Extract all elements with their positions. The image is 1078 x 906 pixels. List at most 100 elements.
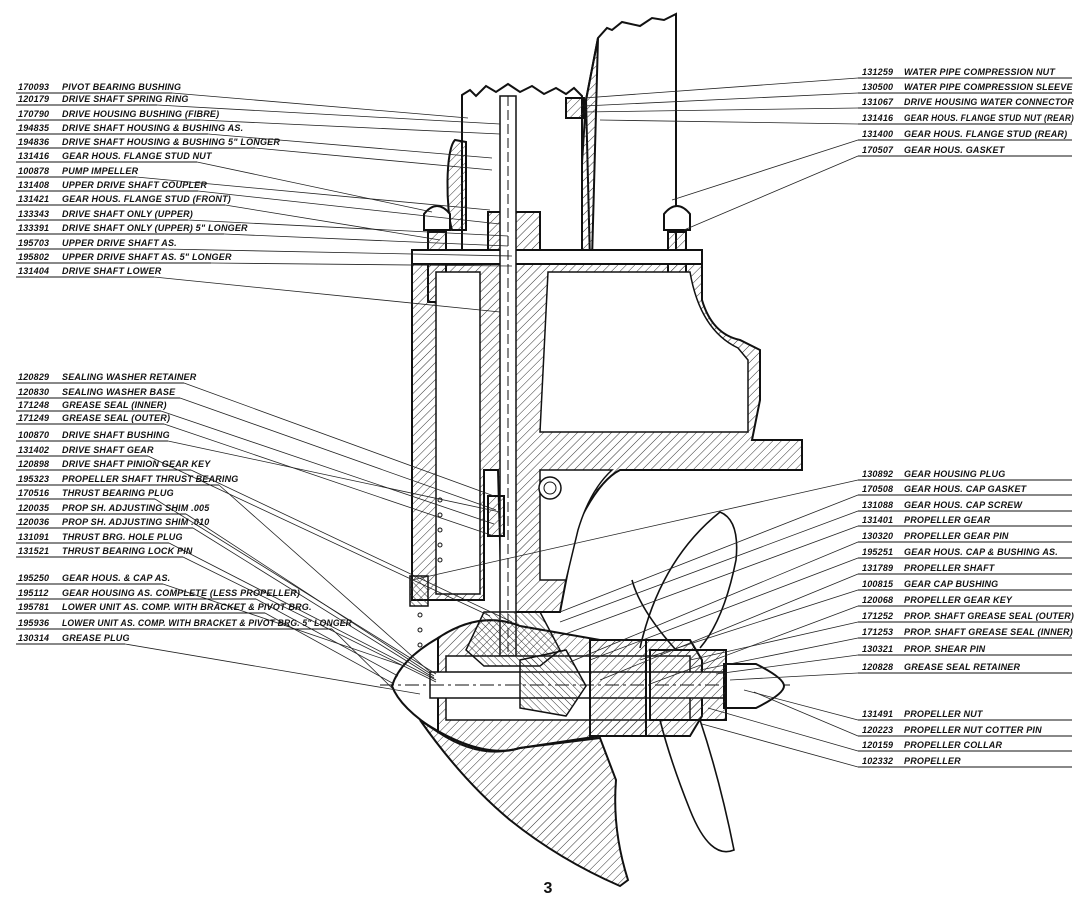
leader-line [196, 161, 433, 213]
page-number: 3 [544, 880, 553, 897]
part-name: WATER PIPE COMPRESSION NUT [904, 67, 1056, 77]
leader-line [162, 583, 405, 667]
part-number: 131402 [18, 445, 49, 455]
propeller-gear [519, 649, 587, 717]
leader-line [164, 248, 513, 257]
leader-line [187, 219, 509, 237]
part-name: GEAR HOUSING AS. COMPLETE (LESS PROPELLE… [62, 588, 300, 598]
leader-line [683, 155, 859, 231]
assembly-drawing [380, 12, 803, 888]
leader-line [254, 147, 493, 171]
part-number: 130314 [18, 633, 49, 643]
part-name: DRIVE SHAFT PINION GEAR KEY [62, 459, 211, 469]
part-number: 131067 [862, 97, 894, 107]
leader-line [743, 689, 859, 721]
leader-line [599, 119, 859, 125]
part-number: 170507 [862, 145, 894, 155]
leader-line [599, 573, 859, 681]
leader-line [223, 233, 509, 247]
leader-line [583, 107, 859, 113]
grease-plug [409, 575, 429, 607]
part-number: 194836 [18, 137, 50, 147]
part-number: 195802 [18, 252, 49, 262]
leader-line [589, 557, 859, 661]
part-name: PROP SH. ADJUSTING SHIM .010 [62, 517, 209, 527]
leader-line [559, 525, 859, 637]
part-number: 171248 [18, 400, 49, 410]
leader-line [224, 204, 441, 241]
part-number: 131416 [862, 113, 894, 123]
leader-line [583, 92, 859, 107]
right-callout: 131400 GEAR HOUS. FLANGE STUD (REAR) [671, 129, 1072, 201]
part-number: 131259 [862, 67, 893, 77]
part-name: PROPELLER GEAR PIN [904, 531, 1009, 541]
part-name: PROPELLER GEAR [904, 515, 991, 525]
part-number: 120179 [18, 94, 49, 104]
part-name: PROPELLER [904, 756, 961, 766]
part-name: GEAR HOUS. FLANGE STUD (REAR) [904, 129, 1067, 139]
part-number: 100878 [18, 166, 49, 176]
leader-line [649, 605, 859, 685]
part-name: DRIVE SHAFT BUSHING [62, 430, 170, 440]
part-number: 131491 [862, 709, 893, 719]
part-name: PROP. SHEAR PIN [904, 644, 986, 654]
part-number: 170093 [18, 82, 49, 92]
part-name: PROP SH. ADJUSTING SHIM .005 [62, 503, 210, 513]
leader-line [185, 513, 435, 677]
part-number: 195936 [18, 618, 50, 628]
water-pipe-fitting [565, 97, 585, 119]
part-name: DRIVE HOUSING BUSHING (FIBRE) [62, 109, 219, 119]
part-name: LOWER UNIT AS. COMP. WITH BRACKET & PIVO… [62, 618, 352, 628]
water-hole [538, 476, 562, 500]
part-number: 120830 [18, 387, 49, 397]
part-name: PROPELLER SHAFT [904, 563, 996, 573]
part-name: GEAR HOUSING PLUG [904, 469, 1005, 479]
leader-line [701, 723, 859, 768]
leader-line [156, 104, 501, 125]
part-name: DRIVE SHAFT ONLY (UPPER) 5" LONGER [62, 223, 248, 233]
leader-line [715, 654, 859, 675]
housing-cavity-lower [539, 469, 614, 581]
part-name: GEAR HOUS. CAP GASKET [904, 484, 1028, 494]
part-name: GEAR HOUS. FLANGE STUD (FRONT) [62, 194, 231, 204]
part-number: 171253 [862, 627, 893, 637]
part-name: GEAR HOUS. FLANGE STUD NUT (REAR) [904, 113, 1074, 123]
part-name: PROPELLER SHAFT THRUST BEARING [62, 474, 239, 484]
leader-line [147, 455, 491, 617]
part-number: 131400 [862, 129, 893, 139]
part-number: 195781 [18, 602, 49, 612]
part-name: PROPELLER GEAR KEY [904, 595, 1013, 605]
part-number: 102332 [862, 756, 893, 766]
part-name: DRIVE SHAFT LOWER [62, 266, 162, 276]
right-callout: 102332 PROPELLER [701, 723, 1072, 768]
left-callout: 195936 LOWER UNIT AS. COMP. WITH BRACKET … [16, 618, 395, 691]
part-name: GEAR HOUS. CAP SCREW [904, 500, 1023, 510]
part-number: 171249 [18, 413, 49, 423]
part-name: GEAR HOUS. & CAP AS. [62, 573, 170, 583]
part-name: UPPER DRIVE SHAFT AS. [62, 238, 177, 248]
